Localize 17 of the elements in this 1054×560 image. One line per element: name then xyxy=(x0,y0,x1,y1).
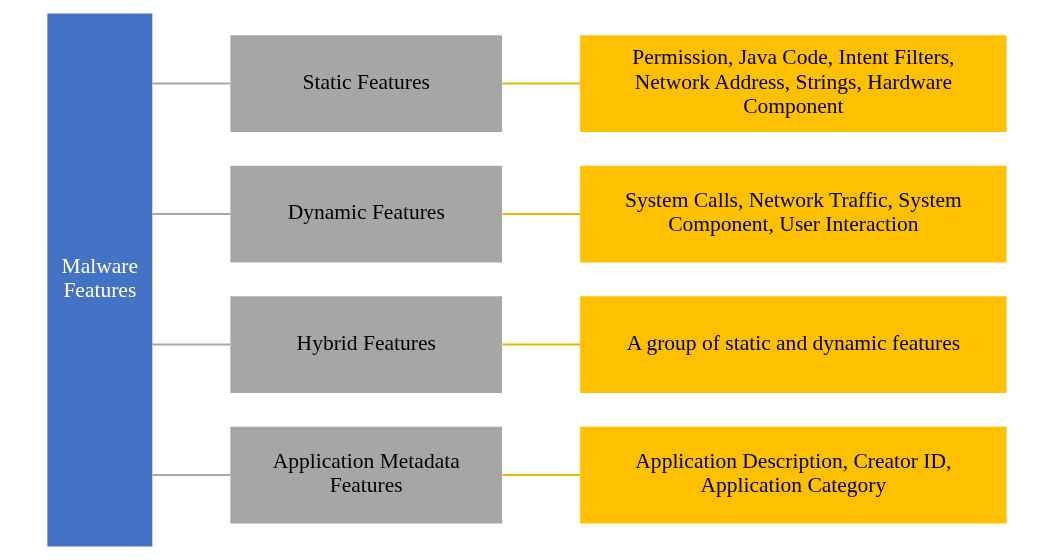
node-box: Malware Features xyxy=(47,13,153,547)
connector xyxy=(152,82,231,85)
node-box: Static Features xyxy=(230,35,503,132)
node-box: Application Description, Creator ID, Application Category xyxy=(580,426,1007,524)
connector xyxy=(152,474,231,477)
node-box: Dynamic Features xyxy=(230,165,503,263)
connector xyxy=(152,343,231,346)
node-box: A group of static and dynamic features xyxy=(580,296,1007,393)
connector xyxy=(152,213,231,216)
node-box: System Calls, Network Traffic, System Component, User Interaction xyxy=(580,165,1007,263)
node-box: Application Metadata Features xyxy=(230,426,503,524)
connector xyxy=(502,474,581,477)
connector xyxy=(502,82,581,85)
connector xyxy=(502,213,581,216)
connector xyxy=(502,343,581,346)
node-box: Hybrid Features xyxy=(230,296,503,393)
node-box: Permission, Java Code, Intent Filters, Network Address, Strings, Hardware Component xyxy=(580,35,1007,132)
